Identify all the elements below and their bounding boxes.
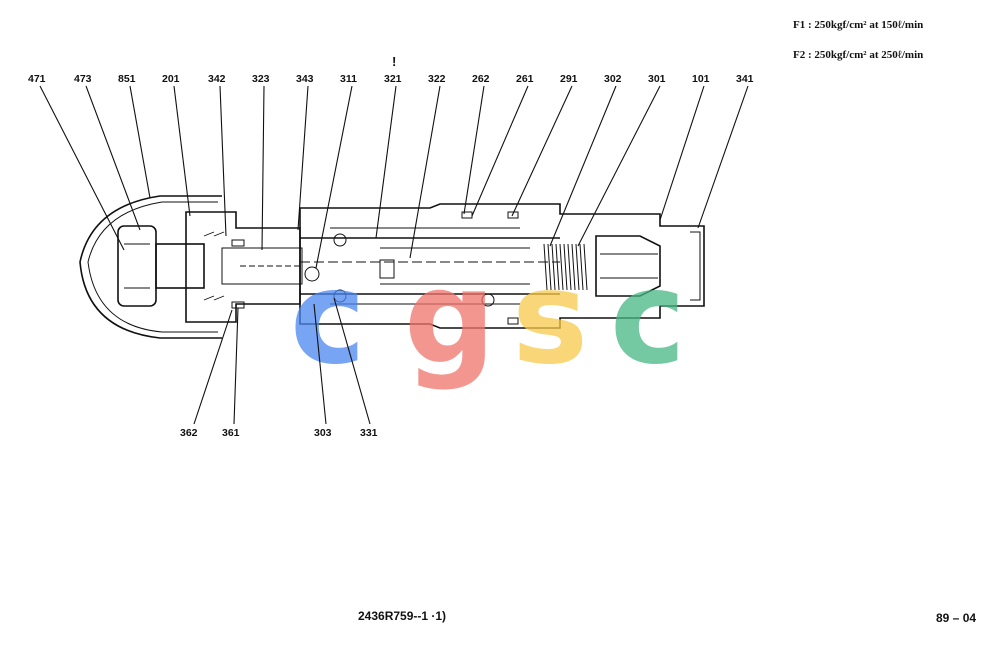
cap-outline [79,195,222,339]
o-ring-piston [481,293,495,307]
part-labels-bottom: 362 361 303 331 [180,297,378,439]
main-spring [543,243,588,291]
part-label-851: 851 [118,73,136,85]
seat [595,235,661,297]
part-label-301: 301 [648,73,666,85]
backup-ring-upper [231,239,245,247]
part-label-342: 342 [208,73,226,85]
spring-coil [551,243,556,291]
spring-coil [547,243,552,291]
part-label-303: 303 [314,427,332,439]
spring-coil [543,243,548,291]
seal-upper-b [507,211,519,219]
part-label-311: 311 [340,73,357,85]
part-label-201: 201 [162,73,180,85]
backup-ring-lower [231,301,245,309]
part-label-471: 471 [28,73,46,85]
spring-coil [567,243,572,291]
spring-coil [583,243,588,291]
spring-coil [571,243,576,291]
spring-coil [563,243,568,291]
plug [185,211,301,323]
part-label-323: 323 [252,73,270,85]
cap-inner-outline [87,201,218,333]
part-label-291: 291 [560,73,578,85]
part-label-321: 321 [384,73,402,85]
watermark-letter-4: c [610,244,686,393]
o-ring-upper [333,233,347,247]
part-label-343: 343 [296,73,314,85]
part-label-362: 362 [180,427,198,439]
seal-upper-a [461,211,473,219]
part-label-101: 101 [692,73,710,85]
spring-coil [575,243,580,291]
part-labels-top: 471 473 851 201 342 323 343 311 321 322 … [28,73,754,269]
spec-f1: F1 : 250kgf/cm² at 150ℓ/min [793,19,923,31]
main-sleeve [299,203,705,329]
watermark-letter-1: c [290,244,366,393]
part-label-473: 473 [74,73,92,85]
watermark-letter-3: s [512,244,588,393]
watermark-letter-2: g [404,244,496,393]
seal-lower-b [507,317,519,325]
part-label-302: 302 [604,73,622,85]
spec-f2: F2 : 250kgf/cm² at 250ℓ/min [793,49,923,61]
plug-threads [203,231,225,301]
o-ring-lower [333,289,347,303]
orifice [379,259,395,279]
part-label-261: 261 [516,73,534,85]
part-label-341: 341 [736,73,754,85]
part-label-331: 331 [360,427,378,439]
spring-coil [579,243,584,291]
part-label-322: 322 [428,73,446,85]
spring-coil [559,243,564,291]
page-number: 89 – 04 [936,611,976,625]
watermark: c g s c [290,244,686,393]
part-label-361: 361 [222,427,240,439]
part-label-262: 262 [472,73,490,85]
check-ball [304,266,320,282]
drawing-number: 2436R759--1 ·1) [358,609,446,623]
spring-coil [555,243,560,291]
lock-nut [117,225,157,307]
adjusting-screw [155,243,205,289]
center-mark: ! [392,54,396,69]
